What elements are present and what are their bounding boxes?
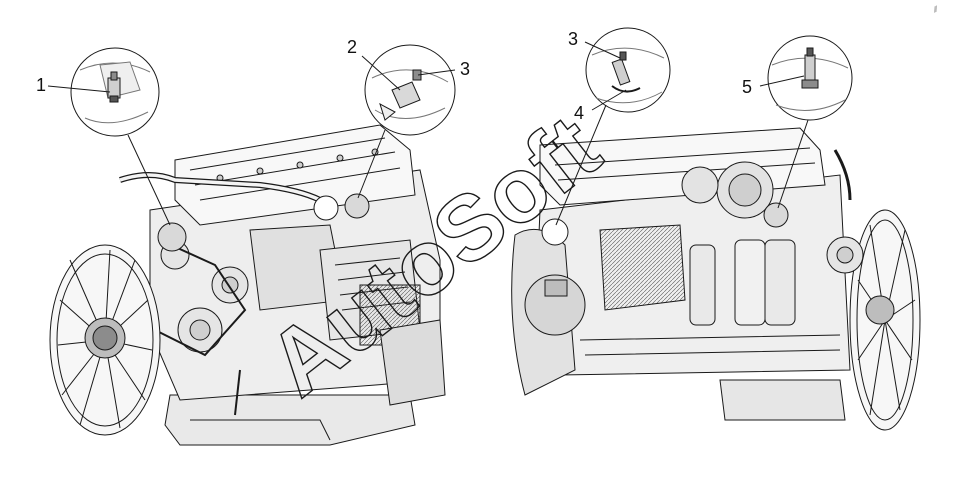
right-engine: [511, 127, 921, 431]
leader-lines: [47, 41, 805, 111]
inset-detail-5: [767, 35, 853, 209]
callout-5: 5: [742, 77, 753, 97]
callout-3-left: 3: [460, 59, 471, 79]
inset-detail-1: [70, 47, 171, 226]
callout-3-right: 3: [568, 29, 579, 49]
inset-detail-3-4: [555, 27, 671, 226]
corner-mark: ⁄⁄: [931, 4, 941, 15]
callout-4: 4: [574, 103, 585, 123]
callout-2: 2: [347, 37, 358, 57]
left-engine-fan: [49, 244, 161, 436]
left-engine: [49, 124, 446, 446]
callout-1: 1: [36, 75, 47, 95]
right-engine-fan: [849, 209, 921, 431]
